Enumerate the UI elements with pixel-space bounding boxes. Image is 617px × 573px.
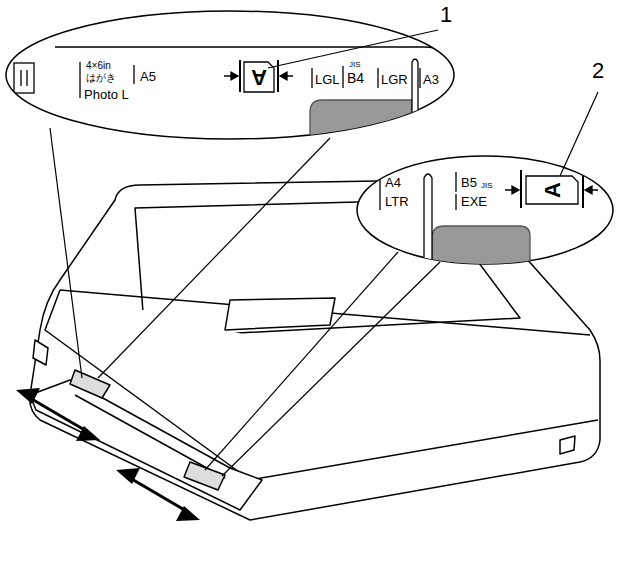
paper-size-mark: JIS	[481, 182, 493, 190]
paper-size-mark: B5	[461, 176, 477, 189]
paper-size-mark: LGL	[315, 73, 340, 86]
paper-size-mark: 4×6in	[86, 61, 111, 71]
paper-size-mark: はがき	[86, 73, 116, 83]
paper-size-mark: A5	[140, 70, 156, 83]
paper-size-mark: A	[542, 182, 564, 198]
paper-size-mark: LTR	[385, 195, 409, 208]
paper-size-mark: JIS	[349, 61, 361, 69]
paper-size-mark: A3	[423, 73, 439, 86]
paper-size-mark: A4	[385, 176, 401, 189]
callout-number: 1	[440, 4, 452, 26]
paper-size-mark: A	[251, 66, 267, 88]
paper-size-mark: B4	[347, 71, 364, 85]
paper-size-mark: LGR	[381, 73, 408, 86]
paper-size-mark: Photo L	[84, 88, 129, 101]
callout-number: 2	[592, 60, 604, 82]
paper-size-mark: EXE	[461, 195, 487, 208]
